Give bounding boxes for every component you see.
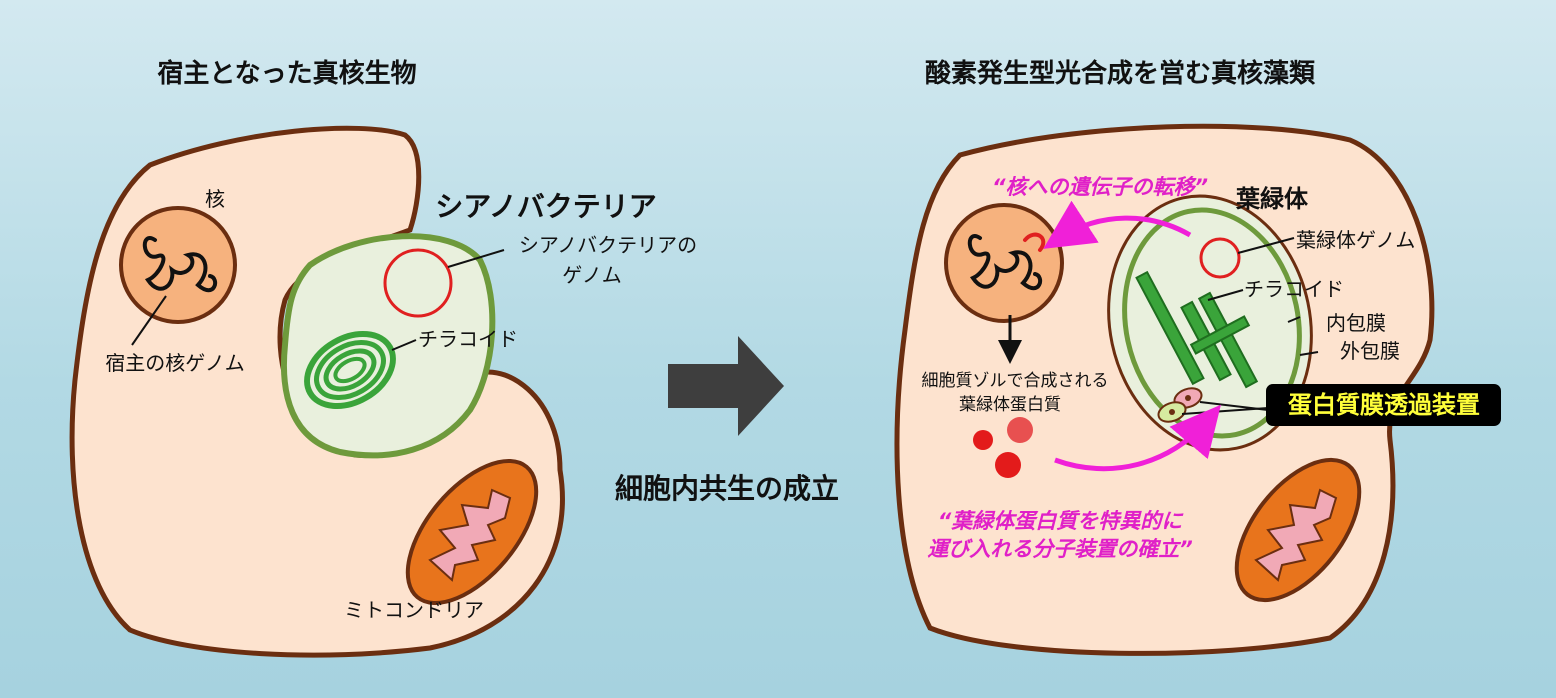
- left-panel: 宿主となった真核生物 核 宿主の核ゲノム シアノバクテリア シアノバクテリアの …: [69, 58, 697, 658]
- establishment-line2: 運び入れる分子装置の確立”: [927, 537, 1193, 561]
- nucleus-label: 核: [205, 187, 225, 211]
- inner-envelope-label: 内包膜: [1326, 311, 1386, 335]
- cyanobacteria-label: シアノバクテリア: [435, 190, 656, 223]
- outer-envelope-label: 外包膜: [1340, 339, 1400, 363]
- algal-mitochondrion: [1234, 457, 1362, 603]
- chloroplast-genome-ring: [1199, 237, 1241, 279]
- right-arrow-icon: [668, 336, 784, 436]
- mitochondria-label: ミトコンドリア: [344, 598, 484, 622]
- right-panel: 蛋白質膜透過装置 酸素発生型光合成を営む真核藻類 “核への遺伝子の転移” 葉緑体…: [894, 58, 1501, 656]
- gene-transfer-arrow: [1043, 200, 1192, 249]
- translocon-label: 蛋白質膜透過装置: [1288, 391, 1480, 419]
- left-title: 宿主となった真核生物: [157, 58, 416, 89]
- cyano-genome-label-line2: ゲノム: [562, 263, 621, 287]
- left-thylakoid-label: チラコイド: [418, 327, 518, 351]
- chloroplast-thylakoids: [1135, 270, 1259, 389]
- cyano-genome-label-line1: シアノバクテリアの: [519, 233, 697, 257]
- right-title: 酸素発生型光合成を営む真核藻類: [925, 58, 1316, 89]
- chloroplast-label: 葉緑体: [1235, 185, 1309, 213]
- protein-dot: [973, 430, 993, 450]
- thylakoid-rings: [304, 330, 396, 410]
- translocon-label-box: [1266, 384, 1501, 426]
- protein-import-arrow: [1054, 404, 1221, 472]
- transferred-gene-icon: [1023, 232, 1046, 252]
- algal-genome-icon: [967, 234, 1043, 291]
- cyano-genome-ring: [383, 248, 453, 318]
- endosymbiosis-caption: 細胞内共生の成立: [615, 472, 839, 505]
- gene-transfer-label: “核への遺伝子の転移”: [992, 175, 1208, 199]
- protein-dot: [995, 452, 1021, 478]
- mitochondrion: [405, 459, 539, 605]
- center-transition: 細胞内共生の成立: [615, 336, 839, 505]
- host-nucleus: [119, 206, 237, 324]
- establishment-line1: “葉緑体蛋白質を特異的に: [938, 509, 1185, 533]
- cytosol-synthesis-line2: 葉緑体蛋白質: [959, 395, 1061, 415]
- algal-nucleus: [944, 203, 1064, 323]
- host-genome-icon: [142, 236, 218, 293]
- host-genome-label: 宿主の核ゲノム: [105, 351, 244, 375]
- chloroplast-genome-label: 葉緑体ゲノム: [1296, 228, 1415, 252]
- cytosol-synthesis-line1: 細胞質ゾルで合成される: [922, 371, 1109, 391]
- right-thylakoid-label: チラコイド: [1244, 277, 1344, 301]
- protein-dot: [1007, 417, 1033, 443]
